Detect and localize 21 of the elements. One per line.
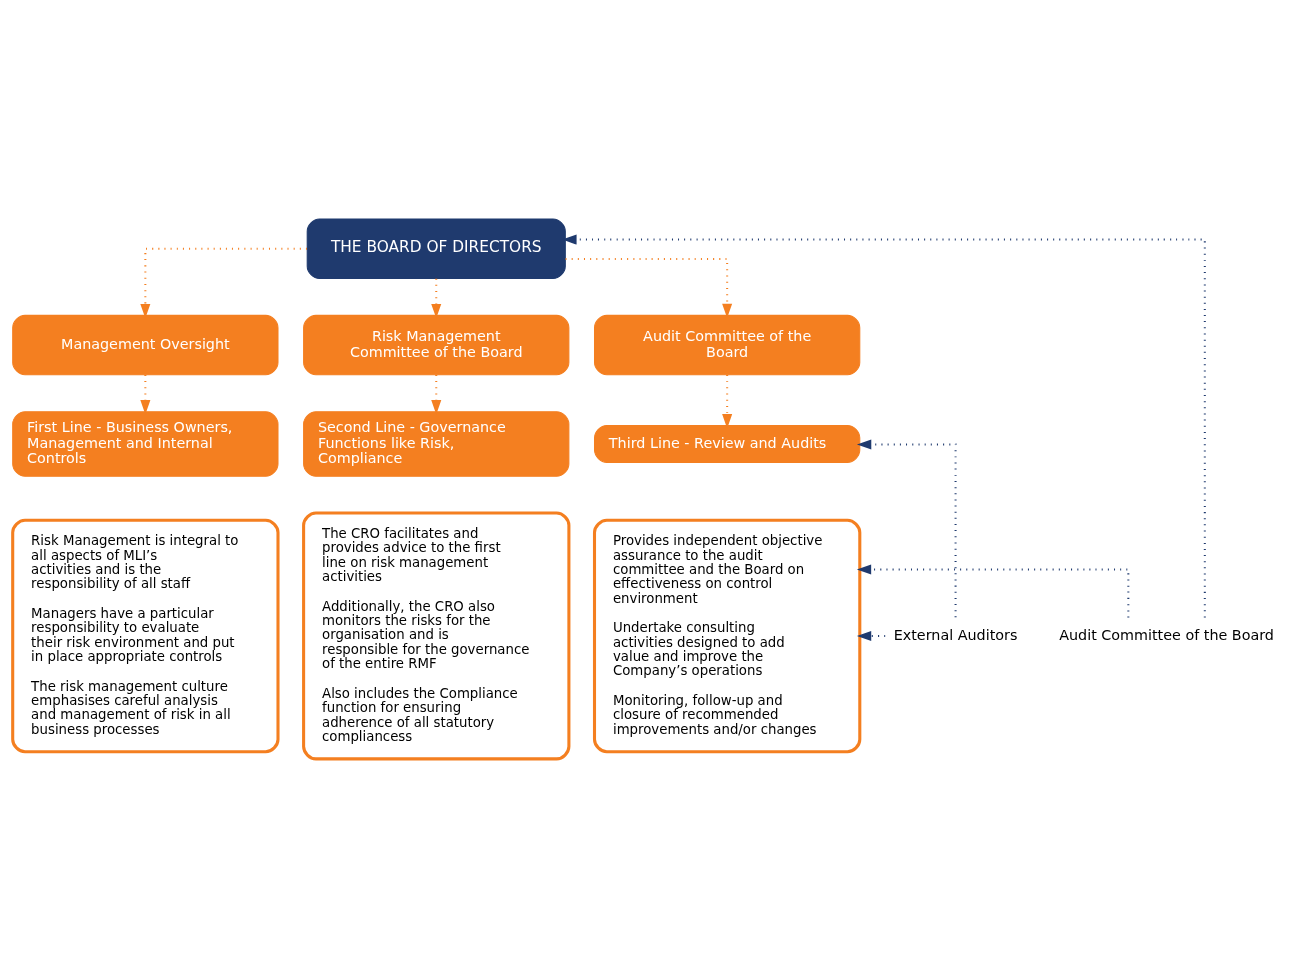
node-box: The CRO facilitates and provides advice to the first line on risk management activities Additionally, the CRO also monitors the risks for the organisation and is responsible for the governance of the entire RMF Also includes the Compliance function for ensuring adherence of all statutory compliancess xyxy=(302,511,571,760)
node-box: Third Line - Review and Audits xyxy=(594,424,861,463)
node-box: Risk Management Committee of the Board xyxy=(303,314,570,375)
arrow xyxy=(856,438,957,617)
arrow xyxy=(565,257,733,318)
arrow xyxy=(722,374,733,428)
arrow xyxy=(431,278,442,318)
arrow xyxy=(140,374,151,414)
node-box: THE BOARD OF DIRECTORS xyxy=(306,218,566,279)
node-box: Audit Committee of the Board xyxy=(594,314,861,375)
node-box: First Line - Business Owners, Management and Internal Controls xyxy=(12,410,279,477)
arrow xyxy=(140,247,307,318)
node-box: Second Line - Governance Functions like Risk, Compliance xyxy=(303,410,570,477)
node-box: Management Oversight xyxy=(12,314,279,375)
node-box: Provides independent objective assurance to the audit committee and the Board on effectiveness on control environment Undertake consulting activities designed to add value and improve the Company’s operations Monitoring, follow-up and closure of recommended improvements and/or changes xyxy=(592,518,862,753)
node-text: Audit Committee of the Board xyxy=(1059,626,1274,643)
arrow xyxy=(562,234,1206,617)
node-box: Risk Management is integral to all aspects of MLI’s activities and is the responsibility of all staff Managers have a particular responsibility to evaluate their risk environment and put in place appropriate controls The risk management culture emphasises careful analysis and management of risk in all business processes xyxy=(11,518,280,753)
arrow xyxy=(431,374,442,414)
arrow xyxy=(856,563,1130,617)
node-text: External Auditors xyxy=(893,626,1018,643)
